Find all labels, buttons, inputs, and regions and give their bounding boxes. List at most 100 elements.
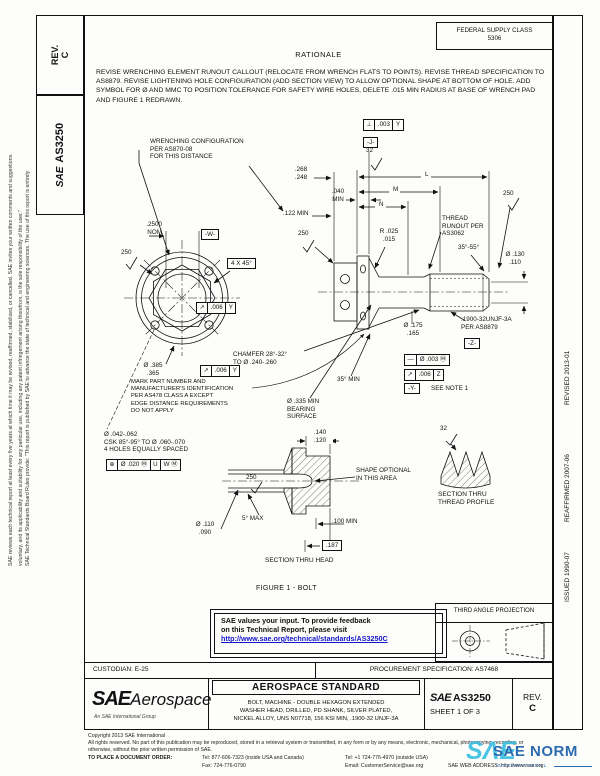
titleblock-div-4 — [512, 678, 513, 730]
doc-number-cell: SAE AS3250 — [430, 692, 491, 704]
projection-box — [435, 603, 553, 662]
section-thru-thread — [440, 433, 491, 489]
doc-number-box — [36, 95, 84, 215]
finish-250-pad: 250 — [298, 230, 309, 237]
rationale-body: REVISE WRENCHING ELEMENT RUNOUT CALLOUT … — [96, 69, 545, 104]
order-label: TO PLACE A DOCUMENT ORDER: — [88, 755, 173, 761]
head-diameter-dim: Ø .385 .365 — [143, 362, 163, 377]
runout-datum: Y — [228, 304, 233, 311]
fillet-radius-dim: R .025 .015 — [379, 228, 399, 243]
section-thru-head — [220, 436, 360, 552]
runout-value: .006 — [208, 303, 227, 313]
standard-heading: AEROSPACE STANDARD — [252, 682, 380, 693]
rev-cell-value: C — [529, 703, 536, 714]
csk-holes-note: Ø .042-.062 CSK 85°-95° TO Ø .060-.070 4… — [104, 431, 188, 454]
fcf-perpendicularity: ⊥ .003 Y — [363, 119, 404, 131]
aerospace-logo-text: Aerospace — [130, 690, 212, 709]
supply-class-box — [436, 22, 553, 50]
dim-N: N — [377, 201, 386, 209]
angle-5-max: 5° MAX — [242, 515, 264, 522]
dim-L: L — [423, 171, 431, 179]
datum-y: -Y- — [404, 383, 420, 395]
feedback-box-inner — [214, 613, 443, 654]
titleblock-row-line — [84, 678, 553, 679]
drawing-frame — [84, 15, 553, 730]
rev-box — [36, 15, 84, 95]
tel-intl: Tel: +1 724-776-4970 (outside USA) — [345, 755, 428, 761]
end-view — [106, 150, 284, 430]
watermark-rule — [554, 766, 592, 767]
pad-width-dim: .268 .248 — [294, 166, 308, 181]
doc-number: AS3250 — [452, 692, 491, 704]
finish-250-thread: 250 — [503, 190, 514, 197]
watermark-sub: INTERNATIONAL — [496, 763, 548, 768]
feedback-url-link[interactable]: http://www.sae.org/technical/standards/A… — [221, 634, 388, 643]
titleblock-div-2 — [208, 678, 209, 730]
watermark-name: SAE NORM — [493, 743, 578, 760]
sae-logo-small: SAE — [430, 692, 452, 704]
projection-divider — [435, 622, 553, 623]
rev-label: REV. — [50, 44, 60, 66]
projection-label: THIRD ANGLE PROJECTION — [453, 608, 535, 614]
sae-aerospace-logo: SAEAerospace — [92, 688, 211, 711]
sae-logo-text: SAE — [92, 688, 131, 710]
thread-runout-note: THREAD RUNOUT PER AS3062 — [442, 215, 484, 238]
pitch-dia-dim: Ø .175 .165 — [403, 322, 423, 337]
runout-datum: Z — [436, 371, 441, 378]
revision-reaffirmed: REAFFIRMED 2007-06 — [564, 454, 571, 522]
fcf-runout-head: ↗ .006 Y — [196, 302, 237, 314]
section-head-caption: SECTION THRU HEAD — [265, 557, 334, 564]
sheet-number: SHEET 1 OF 3 — [430, 707, 480, 716]
depth-100-min: .100 MIN — [332, 518, 358, 525]
board-rules-note-line1: SAE Technical Standards Board Rules prov… — [25, 170, 31, 566]
marking-note: MARK PART NUMBER AND MANUFACTURER'S IDEN… — [131, 379, 234, 414]
rights-text: All rights reserved. No part of this pub… — [88, 740, 524, 753]
web-address: SAE WEB ADDRESS: http://www.sae.org — [448, 763, 544, 769]
angle-35-min: 35° MIN — [337, 376, 360, 383]
position-datum-2: W Ⓜ — [163, 461, 178, 468]
finish-250-bore: 250 — [246, 474, 257, 481]
review-note: SAE reviews each technical report at lea… — [8, 153, 14, 567]
tel-us: Tel: 877-606-7323 (inside USA and Canada… — [202, 755, 304, 761]
fax: Fax: 724-776-0790 — [202, 763, 246, 769]
copyright-line: Copyright 2013 SAE International — [88, 733, 165, 739]
fcf-straightness: — Ø .003 Ⓜ — [404, 354, 450, 366]
doc-number-side: AS3250 — [54, 122, 66, 163]
side-view — [251, 152, 528, 399]
dim-M: M — [391, 186, 401, 194]
position-icon: ⊕ — [107, 460, 119, 470]
board-rules-note-line2: voluntary, and its applicability and sui… — [18, 210, 24, 566]
position-value: Ø .020 Ⓜ — [118, 460, 151, 470]
figure-caption: FIGURE 1 - BOLT — [256, 585, 317, 592]
titleblock-div-3 — [424, 678, 425, 730]
titleblock-div-1 — [315, 662, 316, 678]
finish-32-bearing: 32 — [366, 147, 374, 154]
end-hole-dia-dim: Ø .130 .110 — [505, 251, 525, 266]
perpendicularity-icon: ⊥ — [364, 120, 376, 130]
email: Email: CustomerService@sae.org — [345, 763, 424, 769]
straightness-value: Ø .003 Ⓜ — [419, 356, 447, 363]
federal-supply-class: FEDERAL SUPPLY CLASS 5306 — [456, 27, 533, 42]
basic-dim-187: .187 — [322, 540, 343, 552]
revision-issued: ISSUED 1990-07 — [564, 552, 571, 602]
standard-heading-box — [212, 680, 420, 695]
fcf-position-holes: ⊕ Ø .020 Ⓜ U W Ⓜ — [106, 459, 181, 471]
shank-chamfer-note: CHAMFER 28°-32° TO Ø .240-.260 — [233, 351, 288, 366]
rationale-title: RATIONALE — [295, 50, 342, 59]
finish-250-head: 250 — [121, 249, 132, 256]
finish-32-thread: 32 — [440, 425, 448, 432]
bearing-surface-note: Ø .335 MIN BEARING SURFACE — [287, 398, 320, 421]
sae-tagline: An SAE International Group — [94, 714, 156, 720]
flange-min-dim: .040 MIN — [331, 188, 345, 203]
runout-icon: ↗ — [197, 303, 209, 313]
section-thread-caption: SECTION THRU THREAD PROFILE — [438, 491, 495, 506]
fcf-runout-head-od: ↗ .006 Y — [200, 365, 241, 377]
part-description: BOLT, MACHINE - DOUBLE HEXAGON EXTENDED … — [233, 700, 399, 723]
feedback-box-outer — [210, 609, 447, 658]
feedback-line1: SAE values your input. To provide feedba… — [221, 616, 371, 625]
fcf-runout-thread: ↗ .006 Z — [404, 369, 445, 381]
watermark-glyph: SΛE — [466, 737, 517, 765]
pad-thickness-dim: .140 .120 — [307, 429, 333, 445]
wrench-height-dim: .122 MIN — [283, 210, 309, 217]
